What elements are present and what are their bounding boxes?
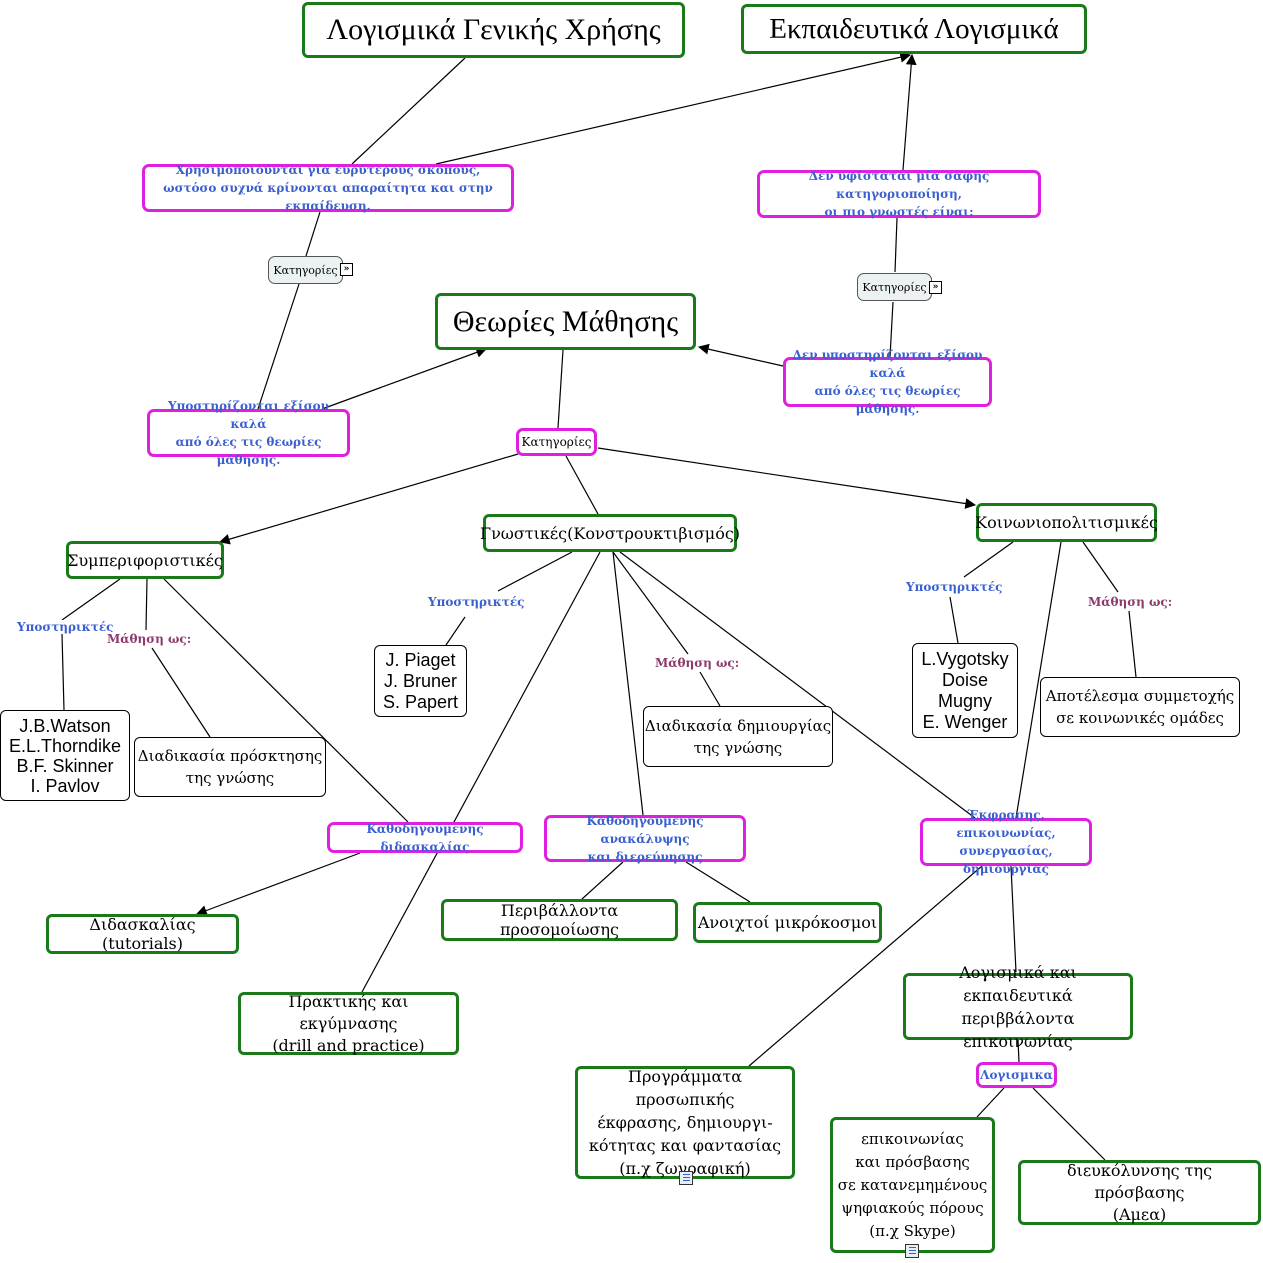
document-icon[interactable] (905, 1244, 919, 1258)
communication-software-node[interactable]: Λογισμικά και εκπαιδευτικά περιββάλοντα … (903, 963, 1133, 1051)
link-line (565, 455, 599, 515)
link-line (697, 343, 784, 367)
drill-practice-node[interactable]: Πρακτικής και εκγύμνασης (drill and prac… (238, 992, 459, 1055)
accessibility-node[interactable]: διευκόλυνσης της πρόσβασης (Αμεα) (1018, 1160, 1261, 1225)
link-line (685, 861, 751, 903)
simulation-node[interactable]: Περιβάλλοντα προσομοίωσης (441, 899, 678, 941)
link-line (195, 852, 361, 916)
document-icon[interactable] (679, 1171, 693, 1185)
guided-discovery-node[interactable]: Καθοδηγούμενης ανακάλυψης και διερεύνηση… (544, 814, 746, 864)
behaviorist-learning-node[interactable]: Διαδικασία πρόσκτησης της γνώσης (134, 737, 326, 797)
link-line (894, 217, 898, 273)
socio-learning-node[interactable]: Αποτέλεσμα συμμετοχής σε κοινωνικές ομάδ… (1040, 677, 1240, 737)
sociocultural-node[interactable]: Κοινωνιοπολιτισμικές (975, 503, 1158, 542)
link-line (151, 647, 211, 738)
learning-as-label: Μάθηση ως: (655, 656, 740, 670)
link-line (1010, 865, 1017, 973)
link-line (699, 671, 721, 707)
link-line (321, 347, 488, 410)
cognitive-supporters-node[interactable]: J. Piaget J. Bruner S. Papert (374, 645, 467, 717)
link-line (889, 301, 894, 358)
link-line (1032, 1087, 1106, 1161)
cognitive-node[interactable]: Γνωστικές(Κονστρουκτιβισμός) (480, 514, 740, 552)
learning-as-label: Μάθηση ως: (1088, 595, 1173, 609)
link-line (435, 51, 912, 165)
link-line (1128, 610, 1137, 678)
behaviorist-supporters-node[interactable]: J.B.Watson E.L.Thorndike B.F. Skinner I.… (0, 710, 130, 801)
link-line (619, 551, 976, 819)
link-line (612, 551, 689, 655)
link-line (218, 453, 519, 545)
supporters-label: Υποστηρικτές (17, 620, 114, 634)
no-clear-classification-node[interactable]: Δεν υφίσταται μία σαφής κατηγοριοποίηση,… (757, 169, 1041, 219)
link-line (361, 551, 601, 993)
supported-equally-node[interactable]: Υποστηρίζονται εξίσου καλά από όλες τις … (147, 399, 350, 467)
behaviorist-node[interactable]: Συμπεριφοριστικές (66, 541, 224, 579)
link-line (612, 551, 644, 816)
cognitive-learning-node[interactable]: Διαδικασία δημιουργίας της γνώσης (643, 706, 833, 767)
link-line (145, 578, 148, 631)
link-line (1015, 541, 1062, 819)
link-line (305, 211, 321, 257)
expression-node[interactable]: Έκφρασης, επικοινωνίας, συνεργασίας, δημ… (920, 808, 1092, 876)
link-line (976, 1087, 1005, 1118)
not-supported-equally-node[interactable]: Δεν υποστηρίζονται εξίσου καλά από όλες … (783, 348, 992, 416)
used-for-broader-purposes-node[interactable]: Χρησιμοποιούνται για ευρύτερους σκοπούς,… (142, 163, 514, 213)
tutorials-node[interactable]: Διδασκαλίας (tutorials) (46, 914, 239, 954)
link-line (949, 596, 959, 644)
learning-as-label: Μάθηση ως: (107, 632, 192, 646)
link-line (902, 53, 917, 171)
supporters-label: Υποστηρικτές (428, 595, 525, 609)
categories-right-node[interactable]: Κατηγορίες (857, 273, 932, 301)
link-line (557, 349, 564, 429)
link-line (963, 541, 1014, 578)
link-line (163, 578, 409, 823)
personal-expression-node[interactable]: Προγράμματα προσωπικής έκφρασης, δημιουρ… (575, 1066, 795, 1179)
learning-theories-node[interactable]: Θεωρίες Μάθησης (435, 293, 696, 350)
communication-access-node[interactable]: επικοινωνίας και πρόσβασης σε κατανεμημέ… (830, 1117, 995, 1253)
categories-center-node[interactable]: Κατηγορίες (516, 428, 597, 456)
guided-teaching-node[interactable]: Καθοδηγούμενης διδασκαλίας (327, 822, 523, 854)
general-software-node[interactable]: Λογισμικά Γενικής Χρήσης (302, 2, 685, 58)
expand-icon[interactable]: » (340, 263, 353, 276)
link-line (61, 578, 121, 621)
supporters-label: Υποστηρικτές (906, 580, 1003, 594)
link-line (597, 447, 977, 509)
software-label-node[interactable]: Λογισμικα (976, 1062, 1057, 1088)
link-line (61, 633, 65, 711)
socio-supporters-node[interactable]: L.Vygotsky Doise Mugny E. Wenger (912, 643, 1018, 738)
link-line (257, 283, 300, 410)
expand-icon[interactable]: » (929, 281, 942, 294)
educational-software-node[interactable]: Εκπαιδευτικά Λογισμικά (741, 4, 1087, 54)
link-line (497, 551, 573, 592)
link-line (1017, 1039, 1020, 1063)
link-line (351, 57, 466, 165)
categories-left-node[interactable]: Κατηγορίες (268, 256, 343, 284)
link-line (445, 616, 466, 646)
link-line (748, 865, 983, 1067)
link-line (581, 861, 624, 900)
link-line (1082, 541, 1119, 593)
microworlds-node[interactable]: Ανοιχτοί μικρόκοσμοι (693, 902, 882, 943)
